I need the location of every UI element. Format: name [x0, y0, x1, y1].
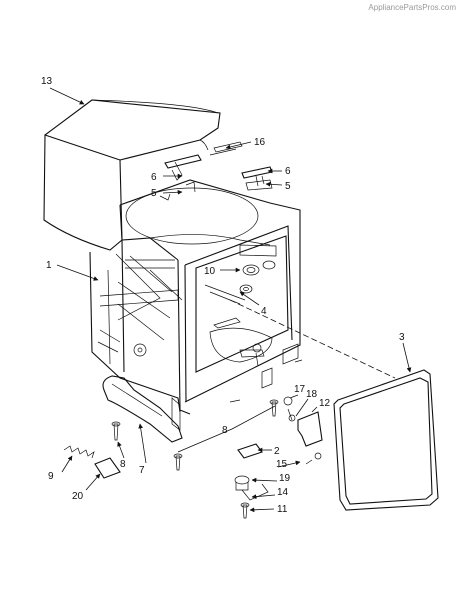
insulation-blanket — [43, 99, 221, 251]
callout-9: 9 — [48, 471, 54, 482]
callout-5-left: 5 — [151, 188, 157, 199]
callout-3: 3 — [399, 332, 405, 343]
small-hardware — [234, 396, 323, 519]
top-brackets — [159, 141, 273, 201]
callout-20: 20 — [72, 491, 84, 502]
tub-top — [119, 179, 301, 261]
callout-5-right: 5 — [285, 181, 291, 192]
callout-2: 2 — [274, 446, 280, 457]
alignment-line — [229, 299, 396, 379]
callout-19: 19 — [279, 473, 291, 484]
callout-8-center: 8 — [222, 425, 228, 436]
base-brackets — [171, 343, 303, 431]
callout-18: 18 — [306, 389, 318, 400]
callout-14: 14 — [277, 487, 289, 498]
drain-strip — [102, 375, 183, 443]
callout-7: 7 — [139, 465, 145, 476]
callout-16: 16 — [254, 137, 266, 148]
pad — [94, 457, 121, 479]
callout-1: 1 — [46, 260, 52, 271]
callout-6-left: 6 — [151, 172, 157, 183]
callout-10: 10 — [204, 266, 216, 277]
screws-8 — [111, 399, 279, 471]
callout-15: 15 — [276, 459, 288, 470]
callout-13: 13 — [41, 76, 53, 87]
spring — [63, 445, 95, 459]
watermark-text: AppliancePartsPros.com — [368, 3, 456, 12]
callout-11: 11 — [277, 504, 288, 515]
callout-labels: 13 16 6 5 6 5 1 10 4 3 17 18 12 8 2 15 1… — [41, 76, 405, 515]
callout-17: 17 — [294, 384, 306, 395]
callout-12: 12 — [319, 398, 331, 409]
tub-floor — [204, 244, 277, 367]
callout-4: 4 — [261, 306, 267, 317]
inlet-fittings — [239, 260, 276, 294]
callout-6-right: 6 — [285, 166, 291, 177]
tub-body — [89, 225, 301, 415]
leader-lines — [49, 87, 412, 513]
door-gasket — [333, 369, 439, 511]
callout-8-left: 8 — [120, 459, 126, 470]
